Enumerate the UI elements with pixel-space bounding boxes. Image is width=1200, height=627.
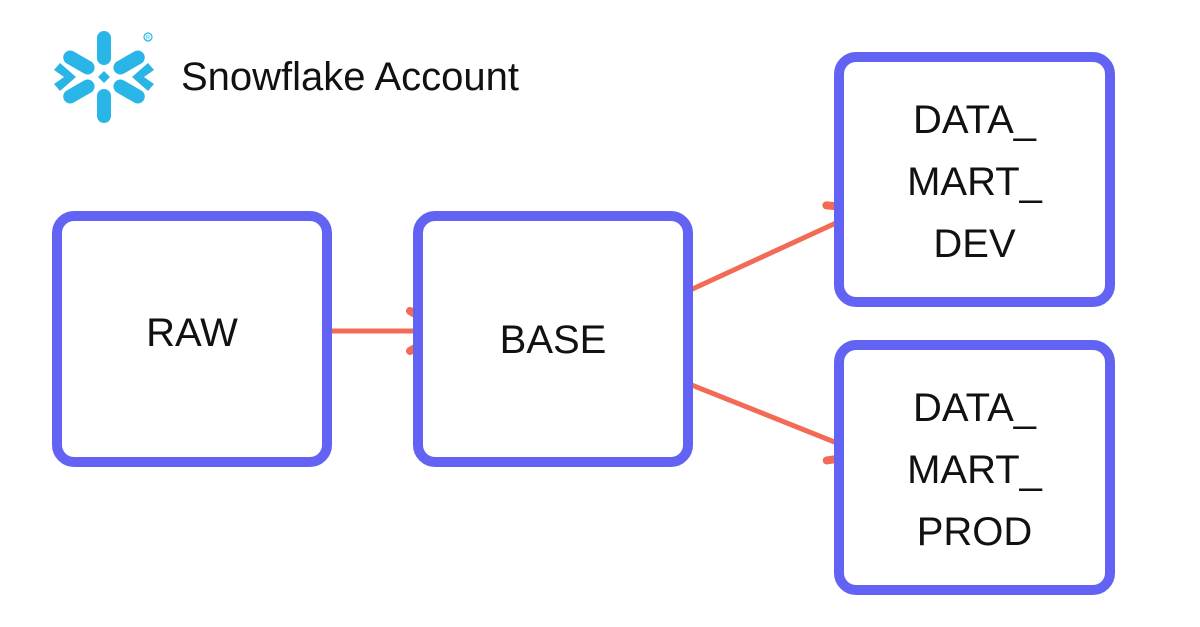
- node-data-mart-prod-line-2: MART_: [907, 447, 1042, 492]
- node-data-mart-dev-line-3: DEV: [933, 221, 1016, 266]
- account-title: Snowflake Account: [181, 55, 519, 99]
- node-data-mart-dev-line-2: MART_: [907, 159, 1042, 204]
- svg-text:R: R: [146, 35, 151, 41]
- node-data-mart-prod-line-3: PROD: [916, 509, 1033, 554]
- node-base-label: BASE: [499, 318, 607, 362]
- node-raw: RAW: [52, 211, 332, 467]
- node-data-mart-dev: DATA_ MART_ DEV: [834, 52, 1115, 307]
- snowflake-logo-icon: R: [54, 31, 154, 123]
- node-base: BASE: [413, 211, 693, 467]
- node-data-mart-prod-line-1: DATA_: [913, 385, 1036, 430]
- node-data-mart-dev-line-1: DATA_: [913, 97, 1036, 142]
- registered-mark-icon: [143, 32, 153, 42]
- node-raw-label: RAW: [146, 311, 238, 355]
- snowflake-shape: [54, 31, 154, 123]
- node-data-mart-prod: DATA_ MART_ PROD: [834, 340, 1115, 595]
